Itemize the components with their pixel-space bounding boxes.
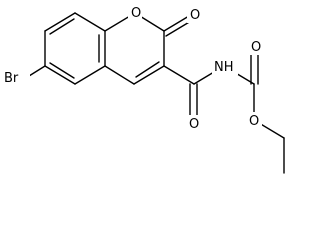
bonds — [28, 12, 285, 174]
lactone-carbonyl-oxygen-label: O — [190, 8, 200, 23]
ring-oxygen-label: O — [131, 6, 141, 21]
nitrogen-label: NH — [214, 60, 234, 75]
bond-c6-c5-inner — [49, 62, 75, 79]
bromine-label: Br — [4, 71, 19, 86]
ester-oxygen-label: O — [249, 114, 259, 129]
molecule-structure-diagram: Br O O O NH O O — [2, 4, 285, 174]
amide-carbonyl-oxygen-label: O — [189, 117, 199, 132]
bond-c6-c5 — [44, 65, 76, 85]
bond-c2-o-double-a — [163, 15, 190, 32]
bond-c8-c7 — [44, 12, 76, 32]
bond-c2-o-double-b — [165, 20, 192, 37]
atom-labels: Br O O O NH O O — [2, 4, 264, 132]
bond-c8-c7-inner — [49, 18, 75, 35]
bond-c4-c4a — [104, 65, 135, 85]
bond-c6-br — [28, 65, 46, 77]
bond-c8a-c8 — [74, 12, 106, 32]
carbamate-carbonyl-oxygen-label: O — [251, 40, 261, 55]
bond-c5-c4a — [74, 65, 106, 85]
bond-c3-c4 — [133, 65, 165, 85]
bond-c3-c4-inner — [135, 61, 160, 78]
bond-c3-camide — [163, 65, 195, 85]
